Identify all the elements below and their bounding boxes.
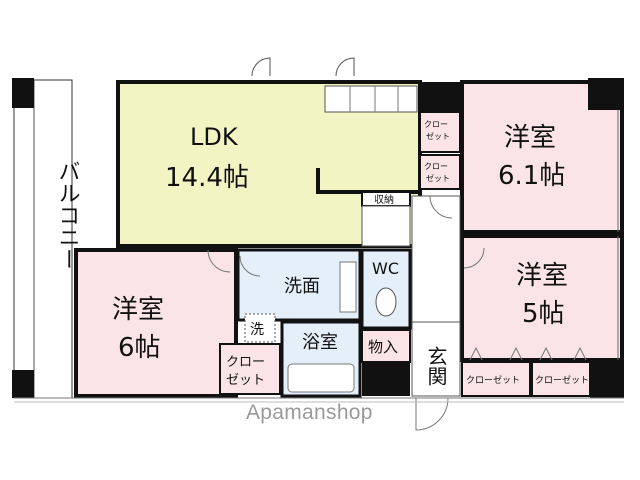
svg-text:収納: 収納 xyxy=(374,193,394,206)
washer-spot xyxy=(244,313,276,343)
washroom-label: 洗面 xyxy=(284,276,320,297)
room-western-left xyxy=(74,248,238,398)
western-left-name: 洋室 xyxy=(112,295,164,325)
ldk-size: 14.4帖 xyxy=(165,163,249,193)
svg-text:クロー: クロー xyxy=(424,162,448,171)
ldk-name: LDK xyxy=(190,123,239,151)
closet-left xyxy=(219,343,281,395)
svg-text:ゼット: ゼット xyxy=(426,173,450,183)
western-lower-right-size: 5帖 xyxy=(522,299,565,329)
svg-text:ゼット: ゼット xyxy=(426,131,450,141)
svg-text:ゼット: ゼット xyxy=(226,373,265,388)
watermark-text: Apamanshop xyxy=(246,401,373,424)
svg-text:クロー: クロー xyxy=(424,120,448,129)
room-western-lower-right xyxy=(460,234,624,362)
kitchen-counter xyxy=(324,85,418,113)
western-lower-right-name: 洋室 xyxy=(516,261,568,291)
entrance-label: 玄関 xyxy=(424,346,448,386)
svg-text:クローゼット: クローゼット xyxy=(466,374,520,386)
closet-ldk-top xyxy=(419,111,461,153)
bath-label: 浴室 xyxy=(302,332,338,353)
hallway xyxy=(411,195,461,397)
wc-label: WC xyxy=(372,259,399,278)
svg-text:洗: 洗 xyxy=(250,322,264,338)
western-left-size: 6帖 xyxy=(118,333,161,363)
svg-text:物入: 物入 xyxy=(368,338,398,356)
closet-bottom-a xyxy=(461,361,531,397)
western-upper-right-size: 6.1帖 xyxy=(498,161,565,191)
western-upper-right-name: 洋室 xyxy=(504,123,556,153)
balcony-area xyxy=(13,79,73,399)
svg-text:クローゼット: クローゼット xyxy=(535,374,589,386)
closet-bottom-b xyxy=(531,361,591,397)
svg-text:クロー: クロー xyxy=(226,355,265,370)
closet-ldk-bottom xyxy=(419,154,461,190)
